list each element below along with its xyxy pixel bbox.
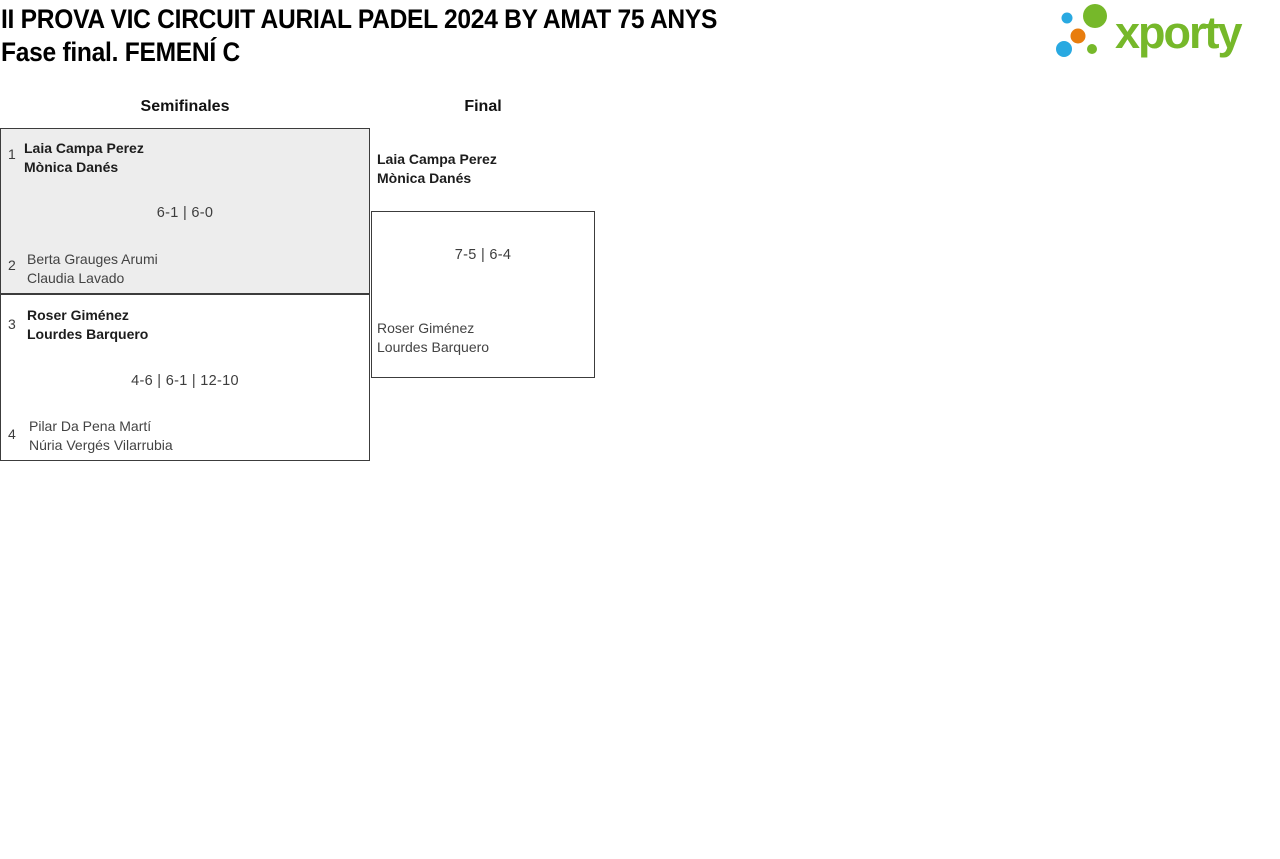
player-name: Berta Grauges Arumi xyxy=(27,251,158,267)
player-name: Laia Campa Perez xyxy=(24,140,144,156)
team-semifinal2-winner: Roser Giménez Lourdes Barquero xyxy=(27,306,148,344)
round-header-final: Final xyxy=(464,98,502,115)
seed-number: 3 xyxy=(8,316,16,332)
team-final-winner: Laia Campa Perez Mònica Danés xyxy=(377,150,497,188)
team-semifinal1-loser: Berta Grauges Arumi Claudia Lavado xyxy=(27,250,158,288)
match-semifinal-1: 1 Laia Campa Perez Mònica Danés 6-1 | 6-… xyxy=(0,128,370,294)
player-name: Roser Giménez xyxy=(377,320,475,336)
xporty-logo[interactable]: xporty xyxy=(1045,0,1275,68)
seed-number: 1 xyxy=(8,146,16,162)
team-semifinal2-loser: Pilar Da Pena Martí Núria Vergés Vilarru… xyxy=(29,417,173,455)
page-title: II PROVA VIC CIRCUIT AURIAL PADEL 2024 B… xyxy=(1,4,718,34)
match-semifinal-2: 3 Roser Giménez Lourdes Barquero 4-6 | 6… xyxy=(0,294,370,461)
player-name: Mònica Danés xyxy=(377,170,472,186)
match-score: 7-5 | 6-4 xyxy=(454,247,512,263)
player-name: Roser Giménez xyxy=(27,307,129,323)
seed-number: 4 xyxy=(8,426,16,442)
player-name: Claudia Lavado xyxy=(27,270,125,286)
xporty-logo-text: xporty xyxy=(1115,7,1243,58)
player-name: Laia Campa Perez xyxy=(377,151,497,167)
xporty-dots-icon xyxy=(1056,4,1107,57)
player-name: Mònica Danés xyxy=(24,159,119,175)
seed-number: 2 xyxy=(8,257,16,273)
match-final: 7-5 | 6-4 Roser Giménez Lourdes Barquero xyxy=(371,211,595,378)
player-name: Lourdes Barquero xyxy=(27,326,149,342)
player-name: Pilar Da Pena Martí xyxy=(29,418,152,434)
round-header-semifinales: Semifinales xyxy=(140,98,230,115)
player-name: Lourdes Barquero xyxy=(377,339,490,355)
page-subtitle: Fase final. FEMENÍ C xyxy=(1,37,240,67)
team-semifinal1-winner: Laia Campa Perez Mònica Danés xyxy=(24,139,144,177)
player-name: Núria Vergés Vilarrubia xyxy=(29,437,173,453)
match-score: 6-1 | 6-0 xyxy=(156,205,214,221)
match-score: 4-6 | 6-1 | 12-10 xyxy=(131,373,239,389)
team-final-loser: Roser Giménez Lourdes Barquero xyxy=(377,319,489,357)
